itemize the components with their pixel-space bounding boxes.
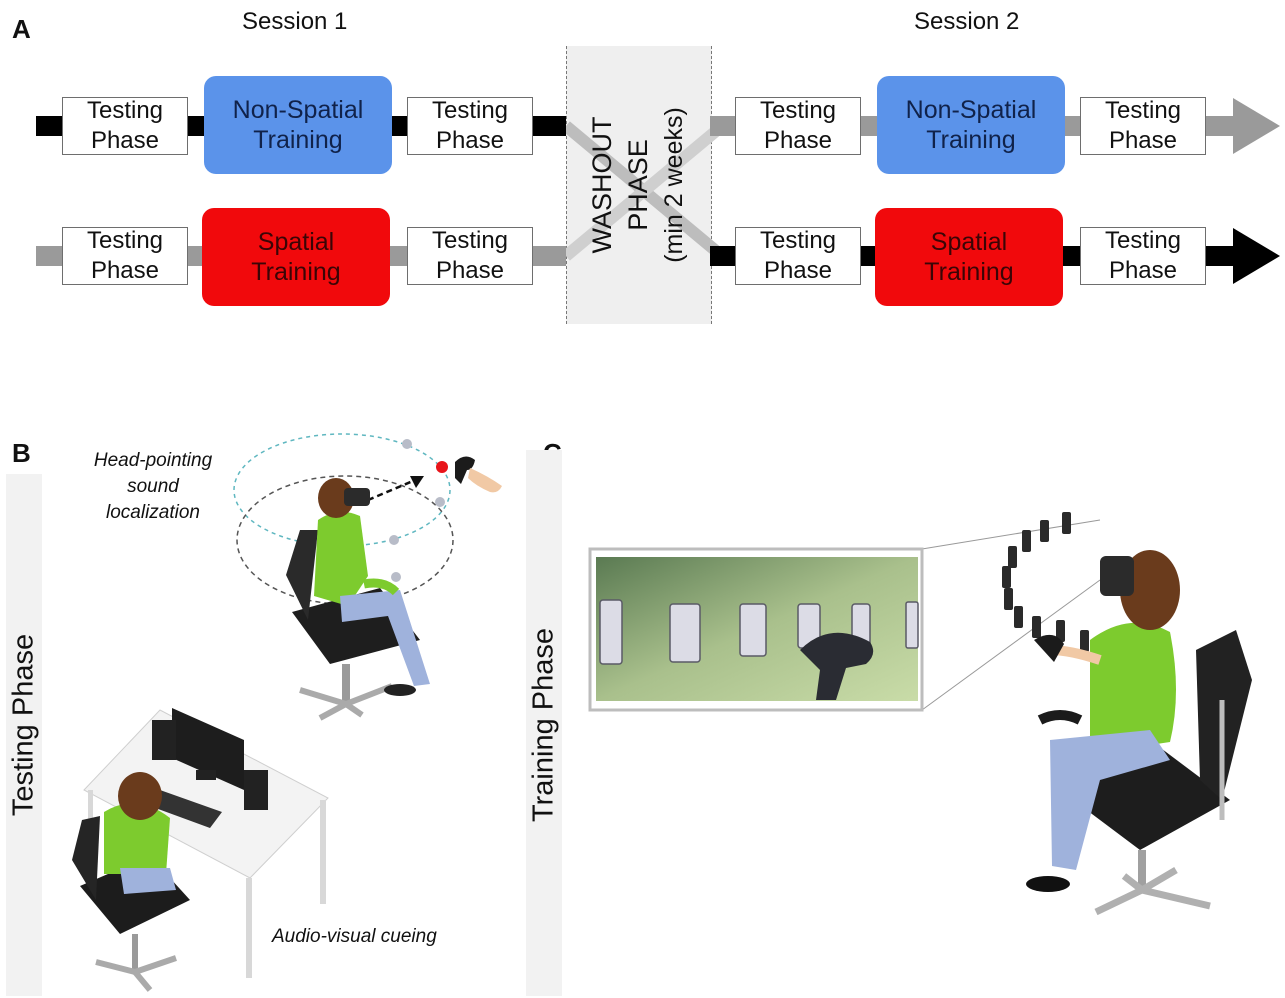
arrow-s2-row1 — [1233, 98, 1280, 154]
vr-speakers — [599, 599, 919, 665]
testing-phase-box: Testing Phase — [62, 97, 188, 155]
zoom-line — [921, 579, 1101, 711]
testing-phase-box: Testing Phase — [407, 97, 533, 155]
session-2-label: Session 2 — [914, 8, 1020, 35]
testing-phase-box: Testing Phase — [735, 97, 861, 155]
seated-training-person — [1026, 550, 1252, 916]
desk-with-computer — [83, 708, 329, 978]
testing-phase-box: Testing Phase — [407, 227, 533, 285]
hand-icon — [468, 468, 502, 493]
seated-desk-person — [72, 772, 190, 992]
controller-icon — [455, 456, 475, 484]
vr-controller-icon — [800, 632, 874, 700]
non-spatial-training-box: Non-Spatial Training — [204, 76, 392, 174]
panel-b-letter: B — [12, 438, 31, 468]
zoom-line — [921, 519, 1101, 550]
training-phase-sidebar — [526, 450, 562, 996]
target-dot — [436, 461, 448, 473]
session-1-label: Session 1 — [242, 8, 348, 35]
testing-phase-box: Testing Phase — [62, 227, 188, 285]
speaker-dot — [389, 535, 399, 545]
non-spatial-training-box: Non-Spatial Training — [877, 76, 1065, 174]
testing-phase-box: Testing Phase — [1080, 227, 1206, 285]
testing-phase-sidebar — [6, 474, 42, 996]
arrow-s2-row2 — [1233, 228, 1280, 284]
speaker-dot — [435, 497, 445, 507]
audio-visual-note: Audio-visual cueing — [272, 926, 437, 947]
testing-phase-box: Testing Phase — [1080, 97, 1206, 155]
speaker-arc — [1002, 512, 1145, 658]
panel-a-letter: A — [12, 14, 31, 44]
speaker-dot — [391, 572, 401, 582]
spatial-training-box: Spatial Training — [875, 208, 1063, 306]
speaker-dot — [402, 439, 412, 449]
crossover-gray-2 — [562, 121, 726, 261]
spatial-training-box: Spatial Training — [202, 208, 390, 306]
head-pointing-note: Head-pointing sound localization — [93, 450, 213, 523]
testing-phase-box: Testing Phase — [735, 227, 861, 285]
seated-vr-person — [286, 478, 430, 721]
